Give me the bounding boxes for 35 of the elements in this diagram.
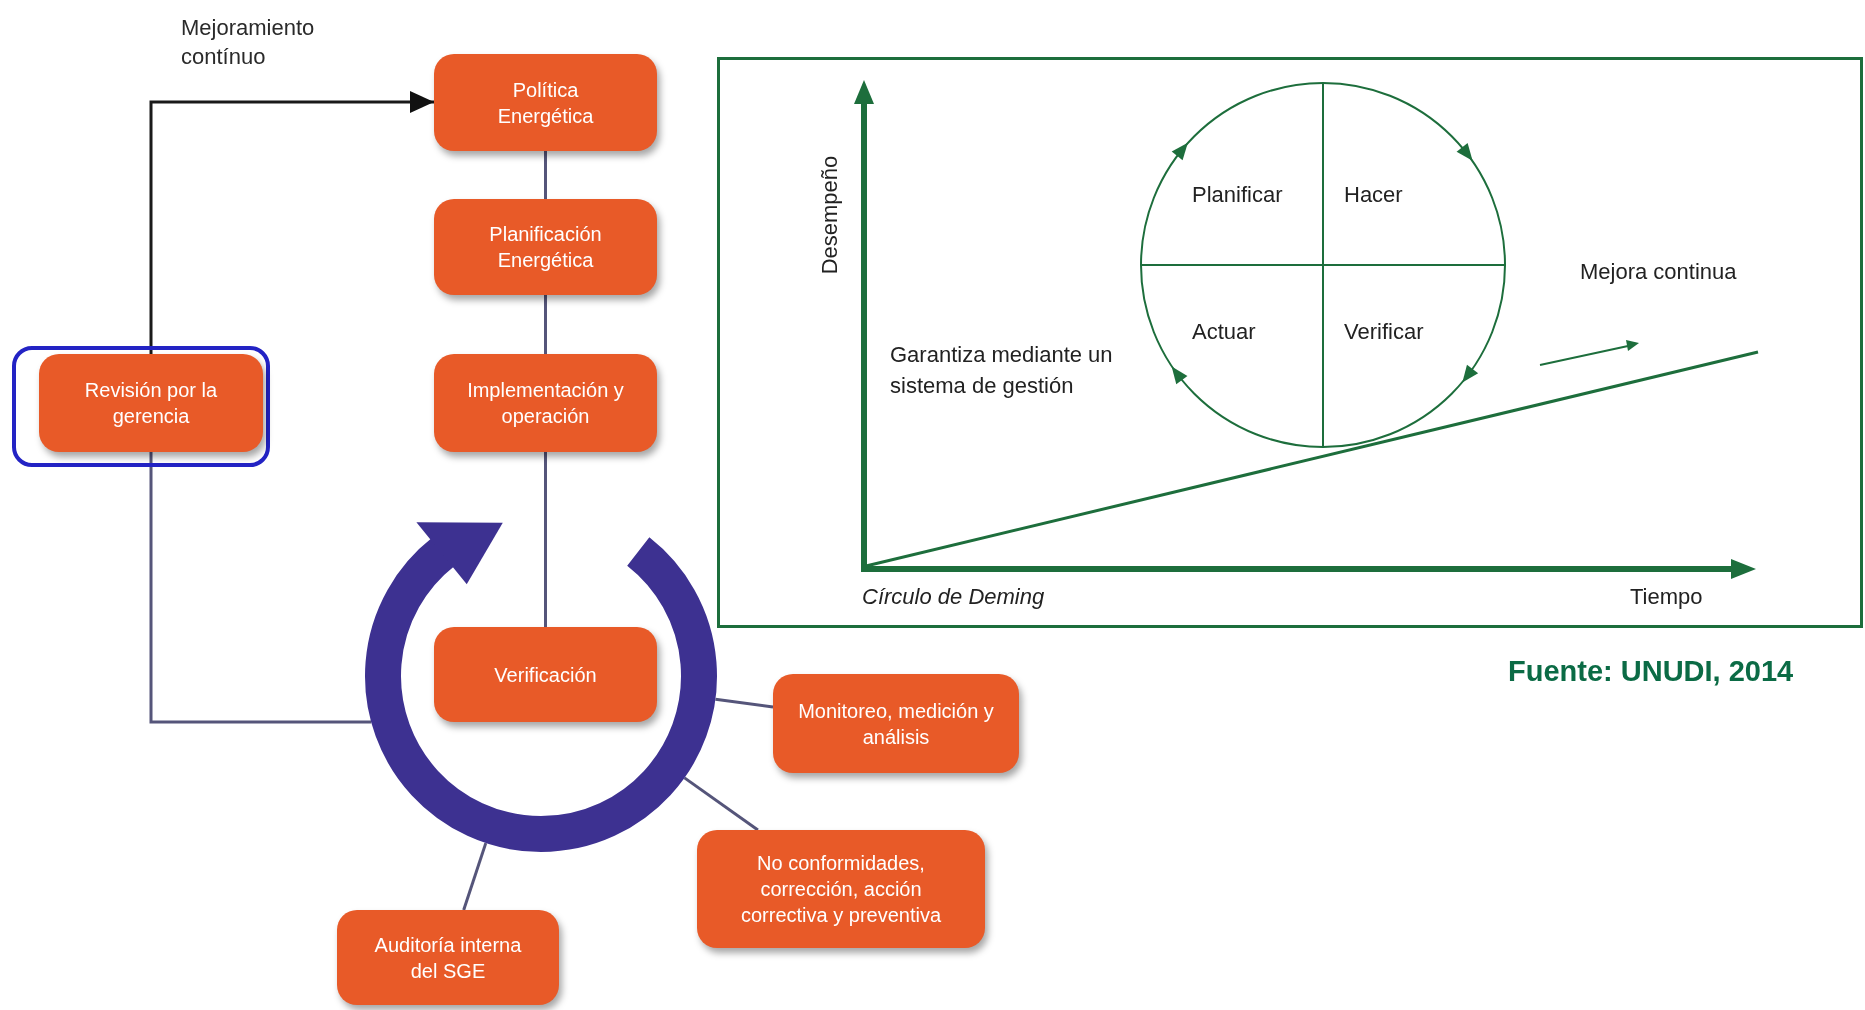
process-box	[337, 910, 559, 1005]
process-box	[434, 354, 657, 452]
process-box	[434, 627, 657, 722]
connector-line	[544, 151, 547, 199]
chart-label: Círculo de Deming	[862, 583, 1045, 611]
connector-line	[683, 776, 759, 832]
box-label: Verificación	[494, 662, 597, 688]
box-label: No conformidades, corrección, acción correctiva y preventiva	[739, 851, 943, 928]
box-label: Política Energética	[496, 77, 595, 129]
process-box	[697, 830, 985, 948]
arrow	[149, 91, 434, 354]
chart-label: Actuar	[1192, 318, 1256, 346]
box-label: Monitoreo, medición y análisis	[797, 698, 995, 750]
box-label: Auditoría interna del SGE	[373, 932, 523, 984]
connector-line	[462, 842, 488, 911]
chart-label: Verificar	[1344, 318, 1424, 346]
process-box	[39, 354, 263, 452]
chart-label: Planificar	[1192, 181, 1283, 209]
connector-line	[715, 697, 774, 709]
box-label: Implementación y operación	[466, 378, 625, 429]
connector-line	[544, 295, 547, 354]
process-box	[434, 199, 657, 295]
chart-label: Garantiza mediante un sistema de gestión	[890, 341, 1114, 400]
highlight-frame	[12, 346, 270, 467]
connector-line	[544, 452, 547, 627]
process-box	[773, 674, 1019, 773]
axis-label: Desempeño	[815, 155, 843, 275]
source-caption: Fuente: UNUDI, 2014	[1508, 655, 1794, 688]
chart-label: Hacer	[1344, 181, 1403, 209]
chart-label: Tiempo	[1630, 583, 1703, 611]
box-label: Revisión por la gerencia	[83, 378, 219, 429]
process-box	[434, 54, 657, 151]
chart-label: Mejora continua	[1580, 258, 1737, 286]
box-label: Planificación Energética	[488, 222, 603, 273]
connector-line	[149, 452, 372, 724]
